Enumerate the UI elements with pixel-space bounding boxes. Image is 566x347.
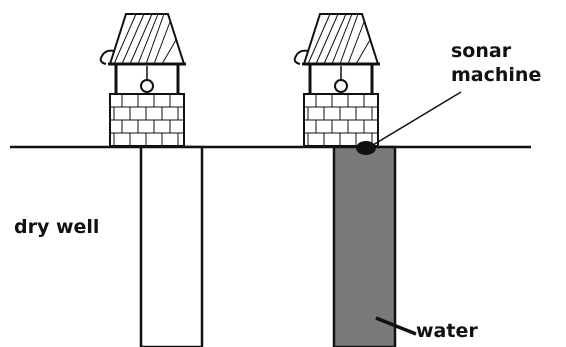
sonar-dot-icon (356, 141, 376, 155)
water-well-shaft (334, 147, 395, 347)
dry-well-shaft (141, 147, 202, 347)
sonar-machine-label-line1: sonar (451, 40, 511, 62)
sonar-machine-label-line2: machine (451, 64, 541, 86)
dry-well-label: dry well (14, 216, 99, 238)
water-label: water (416, 320, 478, 342)
sonar-pointer-line (373, 92, 461, 145)
wishing-well-icon (101, 14, 186, 146)
wishing-well-icon (295, 14, 380, 146)
